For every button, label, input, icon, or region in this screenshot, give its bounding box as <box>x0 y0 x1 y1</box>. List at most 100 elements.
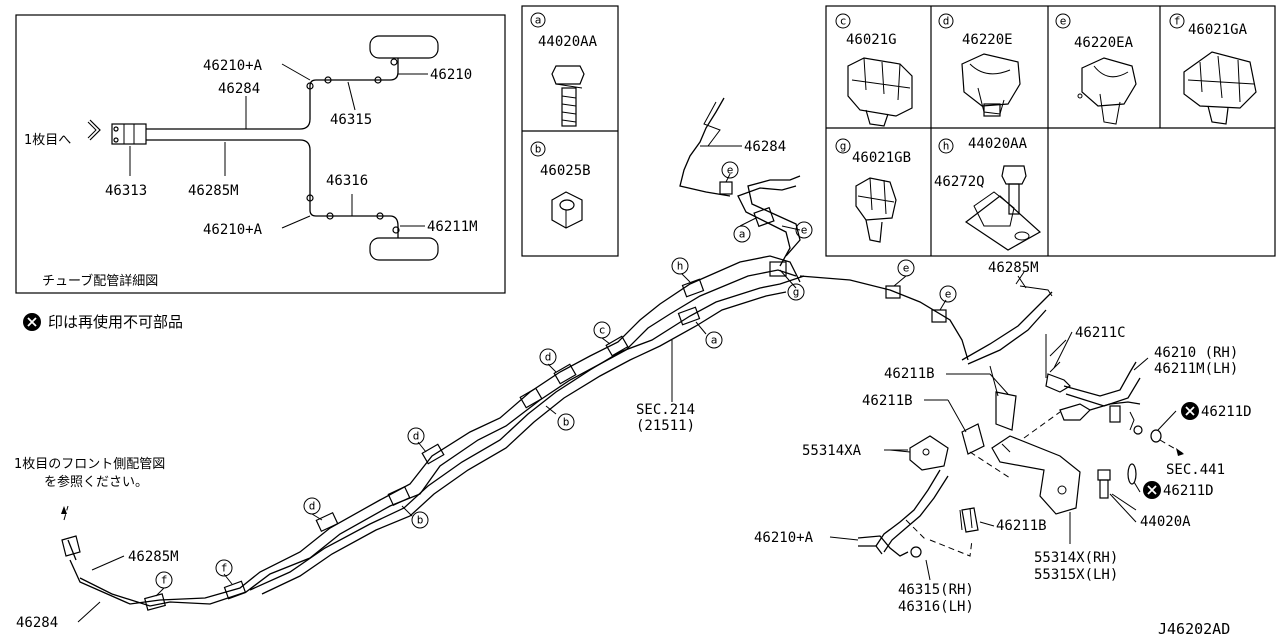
label-sec441: SEC.441 <box>1166 462 1225 478</box>
svg-text:g: g <box>793 286 800 299</box>
label-46220E-inset: 46220E <box>962 32 1013 48</box>
label-46211B-2: 46211B <box>862 393 913 409</box>
callout-e-inset: e <box>1055 13 1071 29</box>
callout-c-inset: c <box>835 13 851 29</box>
label-46211D-bottom: 46211D <box>1163 483 1214 499</box>
svg-text:a: a <box>535 14 542 27</box>
inset-grid-ab <box>521 5 619 257</box>
label-44020AA-inset-h: 44020AA <box>968 136 1028 152</box>
legend-note: 印は再使用不可部品 <box>48 313 183 331</box>
callout-d-inset: d <box>938 13 954 29</box>
clip-d-icon <box>961 53 1021 117</box>
label-44020AA-inset: 44020AA <box>538 34 598 50</box>
caliper-pad-top <box>369 35 439 59</box>
label-46210-rh: 46210 (RH) <box>1154 345 1238 361</box>
label-46313: 46313 <box>105 183 147 199</box>
front-note-line2: を参照ください。 <box>44 474 148 490</box>
svg-text:d: d <box>309 500 316 513</box>
detail-box-title: チューブ配管詳細図 <box>42 273 158 289</box>
label-46210A-top: 46210+A <box>203 58 263 74</box>
detail-box-frame <box>15 14 506 294</box>
svg-text:h: h <box>677 260 684 273</box>
svg-text:c: c <box>599 324 606 337</box>
label-46284-detail: 46284 <box>218 81 260 97</box>
callout-d-1: d <box>539 348 557 366</box>
clip-f-icon <box>1183 51 1257 125</box>
label-46021GB-inset: 46021GB <box>852 150 911 166</box>
svg-text:e: e <box>1060 15 1067 28</box>
label-46211B-3: 46211B <box>996 518 1047 534</box>
callout-d-3: d <box>303 497 321 515</box>
detail-pipes <box>87 58 400 238</box>
svg-text:e: e <box>801 224 808 237</box>
label-46315-rh: 46315(RH) <box>898 582 974 598</box>
callout-f-2: f <box>215 559 233 577</box>
svg-text:d: d <box>413 430 420 443</box>
svg-text:b: b <box>417 514 424 527</box>
label-46316-detail: 46316 <box>326 173 368 189</box>
clip-g-icon <box>855 177 897 243</box>
right-leaders <box>829 271 1177 581</box>
label-46220EA-inset: 46220EA <box>1074 35 1134 51</box>
svg-text:a: a <box>739 228 746 241</box>
svg-text:e: e <box>903 262 910 275</box>
front-note-line1: 1枚目のフロント側配管図 <box>14 457 165 472</box>
callout-a-2: a <box>733 225 751 243</box>
svg-text:f: f <box>221 562 228 575</box>
inset-grid-cfgh <box>825 5 1276 257</box>
label-46211D-top: 46211D <box>1201 404 1252 420</box>
bracket-h-icon <box>964 165 1042 251</box>
callout-e-1: e <box>721 161 739 179</box>
callout-e-3: e <box>897 259 915 277</box>
bolt-icon <box>551 65 585 127</box>
label-46284-left: 46284 <box>16 615 58 631</box>
callout-a-1: a <box>705 331 723 349</box>
label-46211M-detail: 46211M <box>427 219 478 235</box>
callout-f-1: f <box>155 571 173 589</box>
svg-text:g: g <box>840 140 847 153</box>
rear-assembly <box>857 275 1185 558</box>
callout-leaders <box>155 145 947 597</box>
pipe-clips <box>144 181 947 611</box>
label-44020A: 44020A <box>1140 514 1191 530</box>
detail-leaders <box>129 63 428 229</box>
non-reusable-mark-icon-46211D-bottom <box>1143 481 1161 499</box>
label-55314XA: 55314XA <box>802 443 862 459</box>
svg-text:b: b <box>535 143 542 156</box>
label-46285M-left: 46285M <box>128 549 179 565</box>
label-46285M-right: 46285M <box>988 260 1039 276</box>
label-46272Q-inset: 46272Q <box>934 174 985 190</box>
svg-text:e: e <box>945 288 952 301</box>
callout-h-inset: h <box>938 138 954 154</box>
label-46211M-lh: 46211M(LH) <box>1154 361 1238 377</box>
caliper-pad-bottom <box>369 237 439 261</box>
label-46210A-bottom: 46210+A <box>203 222 263 238</box>
label-46211B-1: 46211B <box>884 366 935 382</box>
label-46316-lh: 46316(LH) <box>898 599 974 615</box>
label-46021G-inset: 46021G <box>846 32 897 48</box>
svg-text:d: d <box>943 15 950 28</box>
svg-text:b: b <box>563 416 570 429</box>
label-sec214-code: (21511) <box>636 418 695 434</box>
label-46021GA-inset: 46021GA <box>1188 22 1248 38</box>
callout-g: g <box>787 283 805 301</box>
svg-text:f: f <box>161 574 168 587</box>
callout-b-inset: b <box>530 141 546 157</box>
svg-text:a: a <box>711 334 718 347</box>
callout-g-inset: g <box>835 138 851 154</box>
label-46315-detail: 46315 <box>330 112 372 128</box>
callout-f-inset: f <box>1169 13 1185 29</box>
svg-text:d: d <box>545 351 552 364</box>
callout-h: h <box>671 257 689 275</box>
nut-icon <box>551 191 583 229</box>
label-46210-detail: 46210 <box>430 67 472 83</box>
label-46285M-detail: 46285M <box>188 183 239 199</box>
svg-text:c: c <box>840 15 847 28</box>
diagram-id: J46202AD <box>1158 620 1230 638</box>
callout-c: c <box>593 321 611 339</box>
callout-d-2: d <box>407 427 425 445</box>
label-sec214: SEC.214 <box>636 402 695 418</box>
clip-c-icon <box>847 57 913 127</box>
callout-a-inset: a <box>530 12 546 28</box>
label-46211C: 46211C <box>1075 325 1126 341</box>
